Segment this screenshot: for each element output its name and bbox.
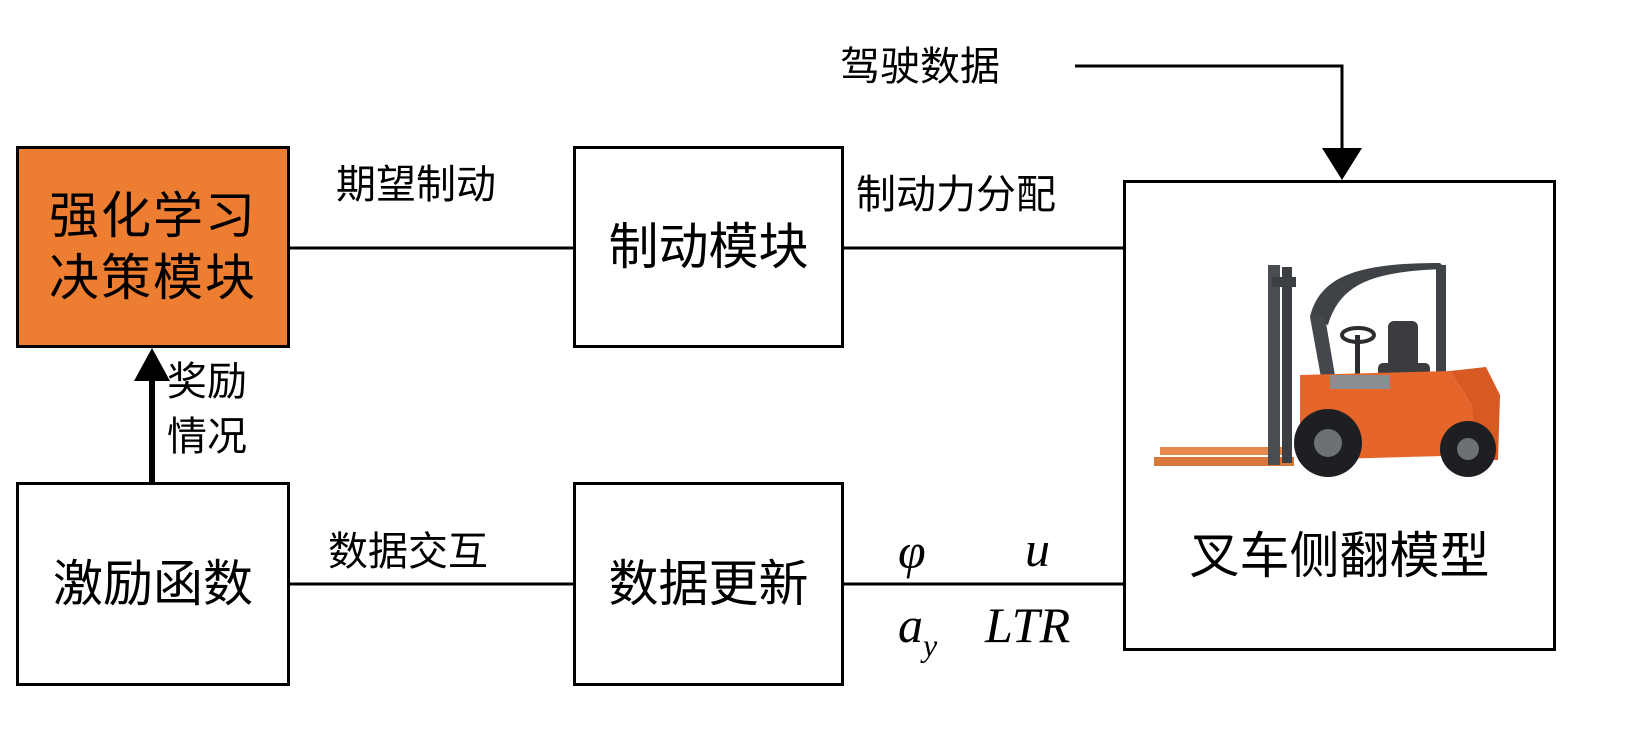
var-a-y: ay <box>898 598 937 672</box>
label-brake-force-distribution: 制动力分配 <box>856 172 1056 218</box>
label-expected-braking: 期望制动 <box>336 162 496 208</box>
var-a-subscript: y <box>923 627 938 663</box>
brake-module-label: 制动模块 <box>608 218 809 276</box>
brake-module: 制动模块 <box>573 146 844 348</box>
rl-decision-line2: 决策模块 <box>49 249 257 307</box>
rl-decision-module: 强化学习 决策模块 <box>16 146 290 348</box>
forklift-rollover-model-label: 叉车侧翻模型 <box>1189 527 1490 585</box>
rl-decision-line1: 强化学习 <box>49 187 257 245</box>
label-driving-data: 驾驶数据 <box>840 44 1000 90</box>
var-ltr: LTR <box>985 597 1071 653</box>
label-reward-status-line1: 奖励 <box>167 359 247 405</box>
reward-function-label: 激励函数 <box>53 555 253 613</box>
forklift-rollover-model-block: 叉车侧翻模型 <box>1123 180 1556 651</box>
forklift-icon <box>1154 263 1500 477</box>
label-reward-status: 奖励 情况 <box>167 355 247 465</box>
var-phi: φ <box>898 523 926 579</box>
data-update-block: 数据更新 <box>573 482 844 686</box>
var-a: a <box>898 597 923 653</box>
label-data-interaction: 数据交互 <box>328 529 488 575</box>
data-update-label: 数据更新 <box>608 555 809 613</box>
var-u: u <box>1025 521 1050 577</box>
edge-driving-data <box>1075 64 1344 150</box>
reward-function-block: 激励函数 <box>16 482 290 686</box>
arrowhead-reward-up <box>134 348 170 381</box>
label-reward-status-line2: 情况 <box>167 414 247 460</box>
arrowhead-driving-data <box>1322 148 1362 180</box>
